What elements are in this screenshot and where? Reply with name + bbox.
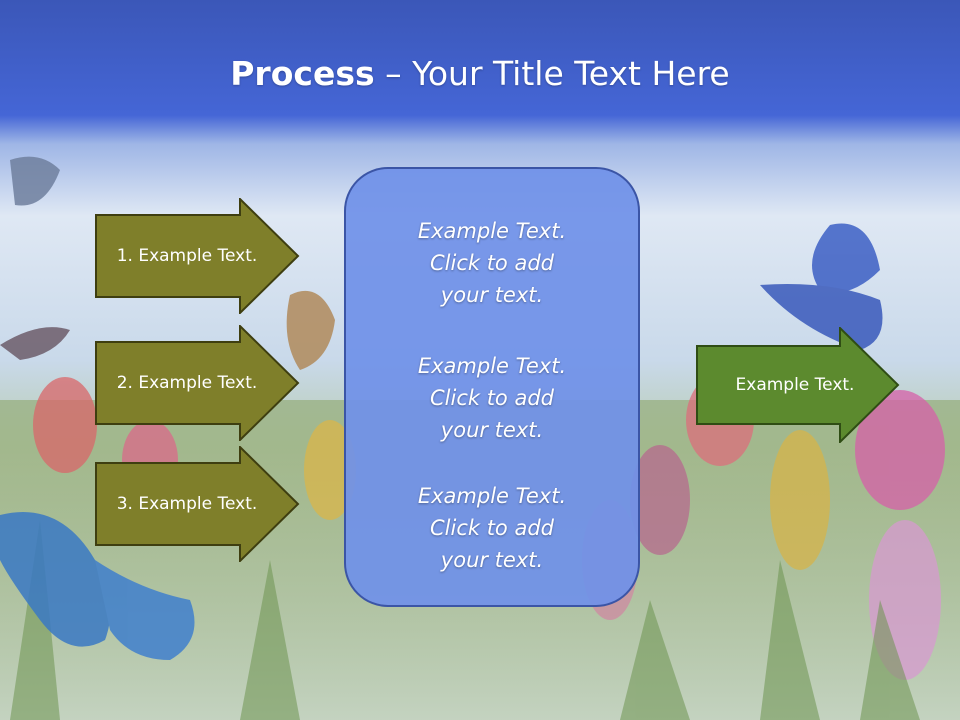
slide-title: Process – Your Title Text Here bbox=[0, 52, 960, 96]
left-arrow-2: 2. Example Text. bbox=[95, 325, 300, 441]
center-text-box: Example Text. Click to add your text. Ex… bbox=[344, 167, 640, 607]
right-arrow: Example Text. bbox=[696, 327, 900, 443]
right-arrow-shape bbox=[696, 327, 900, 443]
center-text-line: your text. bbox=[440, 283, 544, 307]
left-arrow-2-shape bbox=[95, 325, 300, 441]
left-arrow-3-label: 3. Example Text. bbox=[116, 494, 258, 514]
center-text-block-1: Example Text. Click to add your text. bbox=[346, 215, 638, 311]
left-arrow-3-shape bbox=[95, 446, 300, 562]
center-text-line: your text. bbox=[440, 548, 544, 572]
center-text-line: your text. bbox=[440, 418, 544, 442]
left-arrow-1-shape bbox=[95, 198, 300, 314]
right-arrow-label: Example Text. bbox=[735, 375, 855, 395]
center-text-block-3: Example Text. Click to add your text. bbox=[346, 480, 638, 576]
title-bold: Process bbox=[230, 54, 375, 93]
center-text-line: Click to add bbox=[429, 386, 554, 410]
center-text-line: Example Text. bbox=[417, 354, 567, 378]
center-text-line: Click to add bbox=[429, 516, 554, 540]
left-arrow-2-label: 2. Example Text. bbox=[116, 373, 258, 393]
title-rest: – Your Title Text Here bbox=[374, 54, 730, 93]
center-text-line: Click to add bbox=[429, 251, 554, 275]
center-text-line: Example Text. bbox=[417, 219, 567, 243]
left-arrow-1: 1. Example Text. bbox=[95, 198, 300, 314]
center-text-block-2: Example Text. Click to add your text. bbox=[346, 350, 638, 446]
center-text-line: Example Text. bbox=[417, 484, 567, 508]
left-arrow-3: 3. Example Text. bbox=[95, 446, 300, 562]
left-arrow-1-label: 1. Example Text. bbox=[116, 246, 258, 266]
